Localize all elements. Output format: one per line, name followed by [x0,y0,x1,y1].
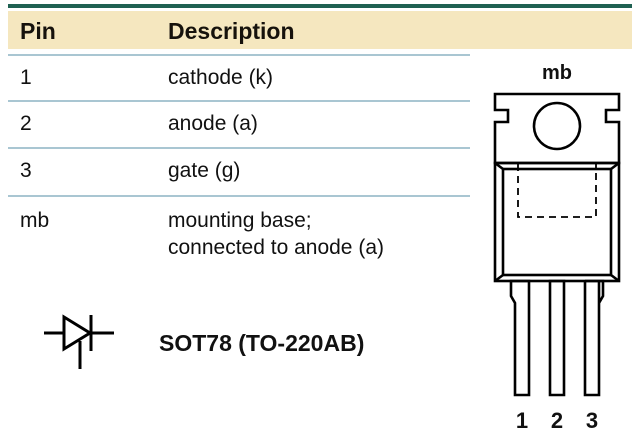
table-row: 1 cathode (k) [8,54,470,99]
cell-description: anode (a) [168,112,258,135]
row-separator [8,100,470,102]
cell-pin: 1 [20,66,32,89]
cell-description: mounting base; connected to anode (a) [168,209,384,259]
column-header-pin: Pin [20,18,56,44]
cell-pin: 2 [20,112,32,135]
lead-label-1: 1 [516,408,528,433]
table-header-row: Pin Description [8,11,632,49]
package-name-label: SOT78 (TO-220AB) [159,330,365,356]
mounting-base-label: mb [542,62,572,84]
thyristor-symbol-icon [42,306,124,372]
lead-label-2: 2 [551,408,563,433]
row-separator [8,195,470,197]
cell-description: gate (g) [168,159,241,182]
row-separator [8,147,470,149]
cell-pin: mb [20,209,50,232]
table-row: 2 anode (a) [8,100,470,145]
table-row: mb mounting base; connected to anode (a) [8,195,470,275]
table-row: 3 gate (g) [8,147,470,192]
column-header-description: Description [168,18,295,44]
header-top-rule [8,4,632,8]
cell-description: cathode (k) [168,66,274,89]
lead-label-3: 3 [586,408,598,433]
cell-pin: 3 [20,159,32,182]
row-separator [8,54,470,56]
to-220-package-outline-icon: 1 2 3 [482,58,632,446]
